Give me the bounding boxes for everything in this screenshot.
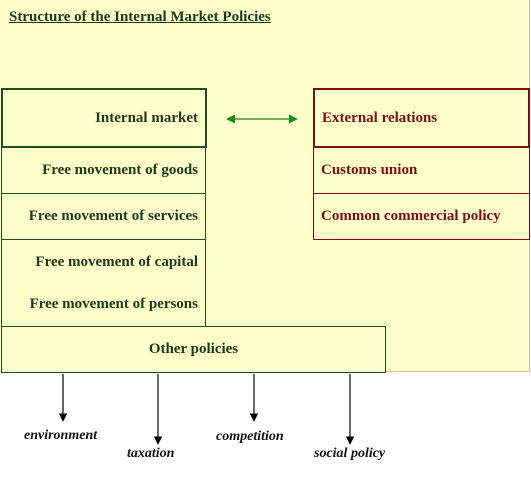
other-policies-box: Other policies <box>1 326 386 373</box>
external-relations-header-label: External relations <box>322 109 438 126</box>
external-relations-item-label: Customs union <box>321 162 418 178</box>
internal-market-item-label: Free movement of goods <box>42 162 198 178</box>
external-relations-item-customs-union: Customs union <box>313 148 530 194</box>
internal-market-item-label: Free movement of services <box>28 208 198 224</box>
external-relations-header: External relations <box>313 88 530 148</box>
outcome-taxation: taxation <box>127 446 175 461</box>
outcome-social-policy: social policy <box>314 446 386 461</box>
internal-market-header-label: Internal market <box>95 109 198 126</box>
outcome-competition: competition <box>216 429 284 444</box>
internal-market-item-services: Free movement of services <box>1 194 206 240</box>
external-relations-item-label: Common commercial policy <box>321 208 501 224</box>
outcome-environment: environment <box>24 428 98 443</box>
internal-market-header: Internal market <box>1 88 207 148</box>
internal-market-item-goods: Free movement of goods <box>1 148 206 194</box>
internal-market-item-label: Free movement of capital <box>35 254 198 270</box>
page-title: Structure of the Internal Market Policie… <box>9 9 271 25</box>
internal-market-item-label: Free movement of persons <box>29 296 198 312</box>
other-policies-label: Other policies <box>148 341 239 357</box>
internal-market-item-persons: Free movement of persons <box>1 283 206 327</box>
external-relations-item-commercial-policy: Common commercial policy <box>313 194 530 240</box>
